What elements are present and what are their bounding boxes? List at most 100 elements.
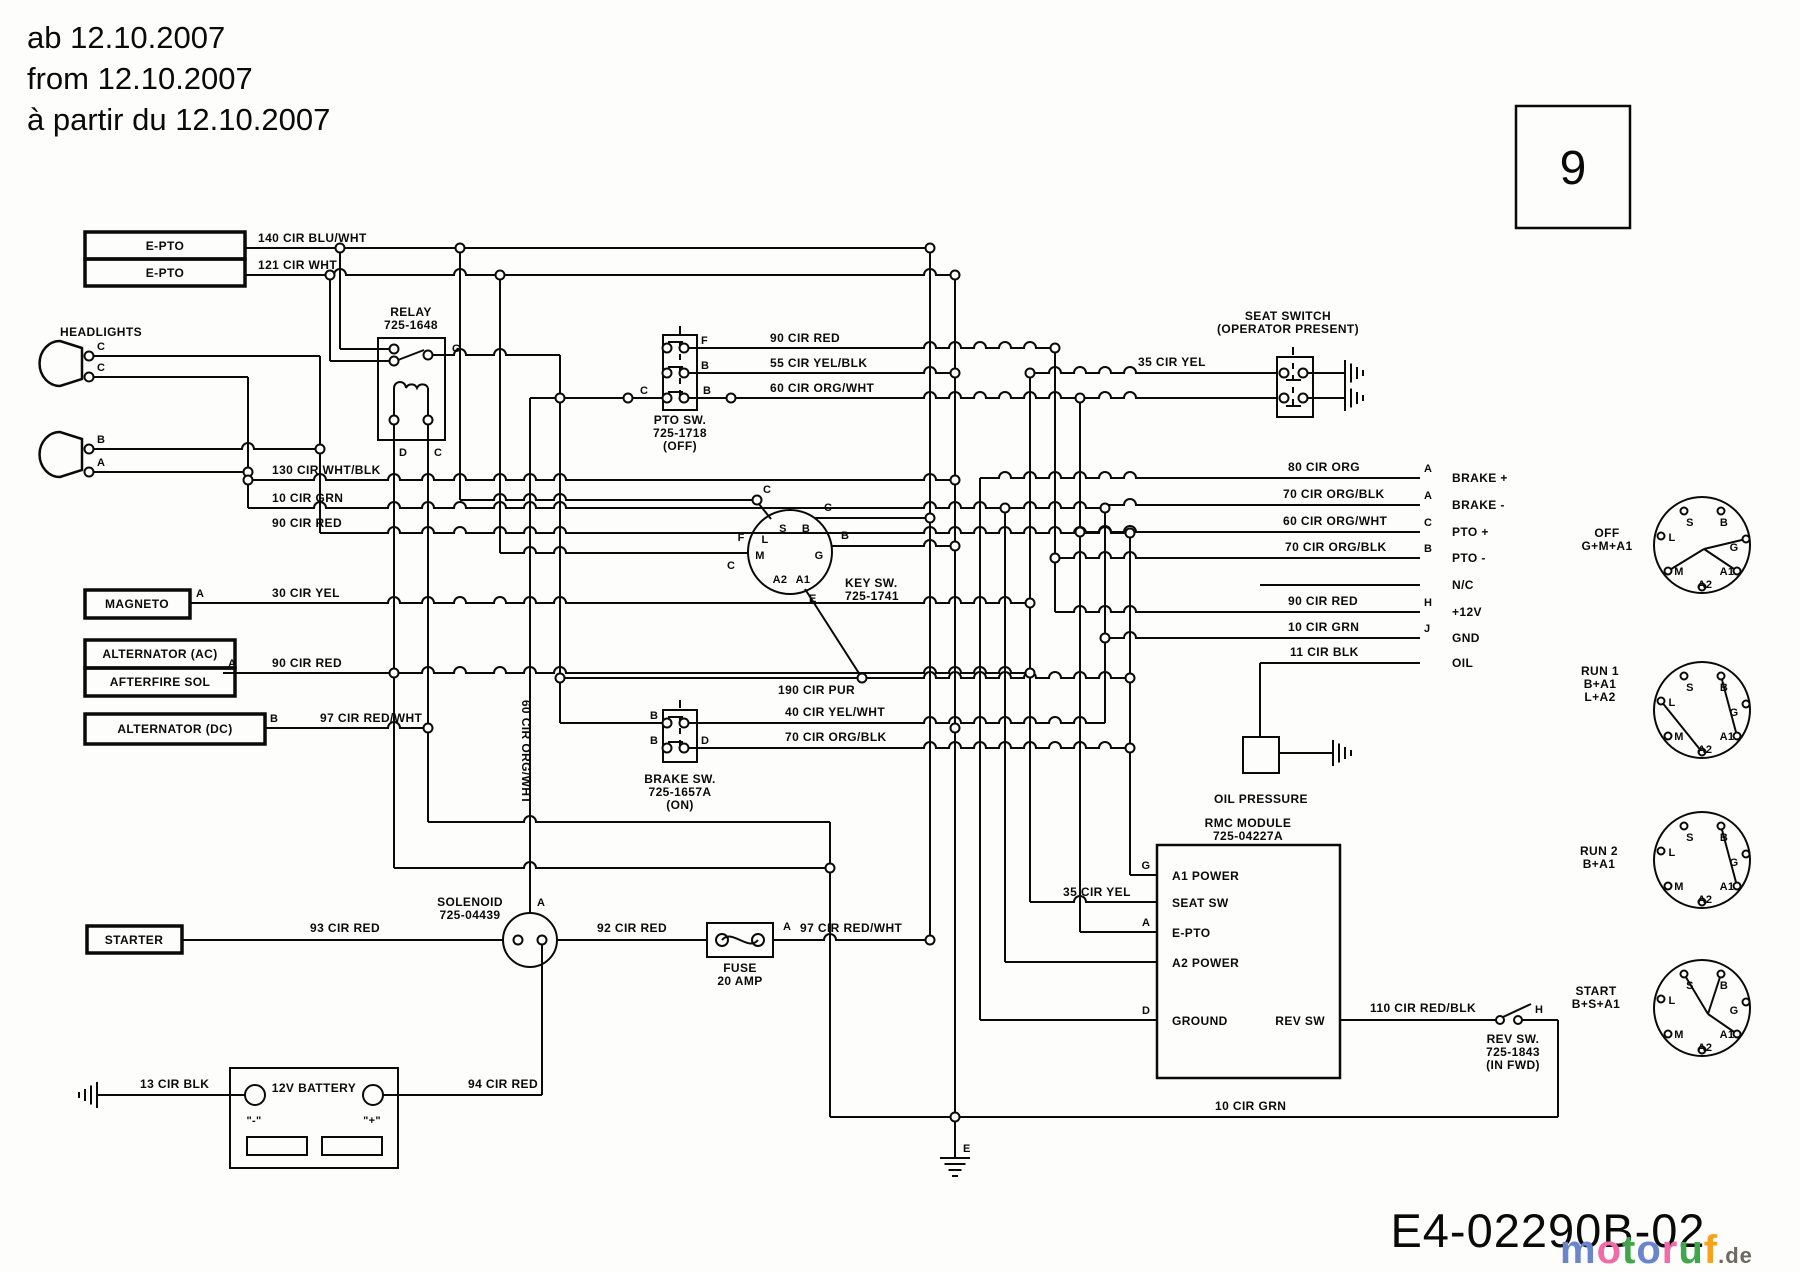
alternator-dc-box — [83, 712, 267, 746]
key-terminal-s: S — [779, 523, 787, 535]
rmc-pin-a2-power: A2 POWER — [1172, 956, 1239, 970]
wire-label: 10 CIR GRN — [272, 491, 343, 505]
wire — [248, 473, 955, 481]
terminal-b: B — [701, 360, 709, 372]
rmc-pn: 725-04227A — [1213, 829, 1283, 843]
wire — [560, 671, 1130, 679]
junction-dot — [1741, 997, 1751, 1007]
ground-icon — [1344, 360, 1364, 386]
headlights-label: HEADLIGHTS — [60, 325, 142, 339]
battery-pos-label: "+" — [363, 1115, 381, 1127]
wire — [190, 596, 1030, 604]
junction-dot — [1124, 672, 1136, 684]
junction-dot — [661, 742, 673, 754]
wire — [433, 348, 560, 356]
seat-switch-box — [1276, 356, 1314, 418]
rev-switch-state: (IN FWD) — [1486, 1058, 1540, 1072]
junction-dot — [422, 722, 434, 734]
junction-dot — [83, 371, 95, 383]
wire-label-vertical: 60 CIR ORG/WHT — [519, 700, 533, 805]
wire — [500, 546, 748, 554]
terminal-h: H — [1535, 1004, 1543, 1016]
symbol-line — [393, 381, 429, 416]
symbol-line — [1502, 1003, 1532, 1018]
ign-l: L — [1668, 532, 1675, 544]
junction-dot — [678, 342, 690, 354]
watermark-letter: r — [1662, 1228, 1679, 1272]
junction-dot — [949, 367, 961, 379]
ignition-off-combo: G+M+A1 — [1581, 539, 1632, 553]
symbol-line — [721, 935, 759, 945]
alternator-ac-label: ALTERNATOR (AC) — [102, 647, 217, 661]
junction-dot — [924, 242, 936, 254]
ign-m: M — [1674, 881, 1683, 893]
ground-icon — [1344, 385, 1364, 411]
junction-dot — [678, 367, 690, 379]
battery-box — [229, 1067, 399, 1169]
junction-dot — [1663, 1029, 1673, 1039]
wire-label: 60 CIR ORG/WHT — [770, 381, 875, 395]
wire-label: 90 CIR RED — [770, 331, 840, 345]
brake-switch-pn: 725-1657A — [649, 785, 712, 799]
date-line-1: ab 12.10.2007 — [27, 20, 225, 55]
wire — [460, 493, 757, 501]
terminal-e: E — [809, 593, 816, 605]
symbol-line — [1683, 973, 1738, 1035]
junction-dot — [1495, 1015, 1505, 1025]
junction-dot — [661, 367, 673, 379]
ground-icon — [940, 1157, 970, 1177]
junction-dot — [1741, 534, 1751, 544]
terminal-b: B — [841, 530, 849, 542]
relay-box — [377, 337, 446, 441]
symbol-line — [668, 341, 683, 393]
junction-dot — [1124, 527, 1136, 539]
terminal-b: B — [703, 385, 711, 397]
headlight-icon — [38, 430, 84, 479]
rmc-pin-ground: GROUND — [1172, 1014, 1228, 1028]
connector-pto-plus: PTO + — [1452, 525, 1489, 539]
ign-m: M — [1674, 566, 1683, 578]
key-terminal-m: M — [755, 550, 764, 562]
epto-box-2 — [83, 257, 247, 288]
wire-label: 55 CIR YEL/BLK — [770, 356, 867, 370]
ignition-run1-combo2: L+A2 — [1584, 690, 1615, 704]
connector-oil: OIL — [1452, 656, 1473, 670]
junction-dot — [999, 502, 1011, 514]
terminal-a: A — [196, 588, 204, 600]
ignition-run2-combo: B+A1 — [1583, 857, 1616, 871]
ignition-start-name: START — [1575, 984, 1616, 998]
wire-label: 140 CIR BLU/WHT — [258, 231, 367, 245]
junction-dot — [1697, 897, 1707, 907]
junction-dot — [661, 392, 673, 404]
wire-label: 93 CIR RED — [310, 921, 380, 935]
text-layer: ab 12.10.2007 from 12.10.2007 à partir d… — [27, 20, 1752, 1272]
brake-switch-name: BRAKE SW. — [644, 772, 716, 786]
junction-dot — [1679, 506, 1689, 516]
junction-dot — [1099, 502, 1111, 514]
ign-g: G — [1730, 1005, 1739, 1017]
ground-icon — [1332, 740, 1352, 766]
battery-neg-terminal — [244, 1084, 266, 1106]
afterfire-sol-box — [83, 666, 237, 698]
wire — [832, 539, 955, 547]
junction-dot — [388, 355, 400, 367]
terminal-a: A — [537, 897, 545, 909]
junction-dot — [1716, 969, 1726, 979]
terminal-c: C — [763, 484, 771, 496]
ign-s: S — [1686, 682, 1694, 694]
watermark-letter: m — [1560, 1228, 1597, 1272]
junction-dot — [1099, 632, 1111, 644]
battery-cell — [321, 1136, 383, 1156]
terminal-b: B — [1424, 543, 1432, 555]
epto-label: E-PTO — [146, 239, 184, 253]
junction-dot — [1716, 671, 1726, 681]
junction-dot — [661, 342, 673, 354]
key-terminal-a2: A2 — [773, 574, 788, 586]
wire-label: 97 CIR RED/WHT — [320, 711, 423, 725]
ign-s: S — [1686, 832, 1694, 844]
ignition-run2-circle — [1653, 811, 1751, 909]
connector-brake-minus: BRAKE - — [1452, 498, 1505, 512]
ign-m: M — [1674, 1029, 1683, 1041]
junction-dot — [1656, 531, 1666, 541]
terminal-g: G — [452, 343, 461, 355]
